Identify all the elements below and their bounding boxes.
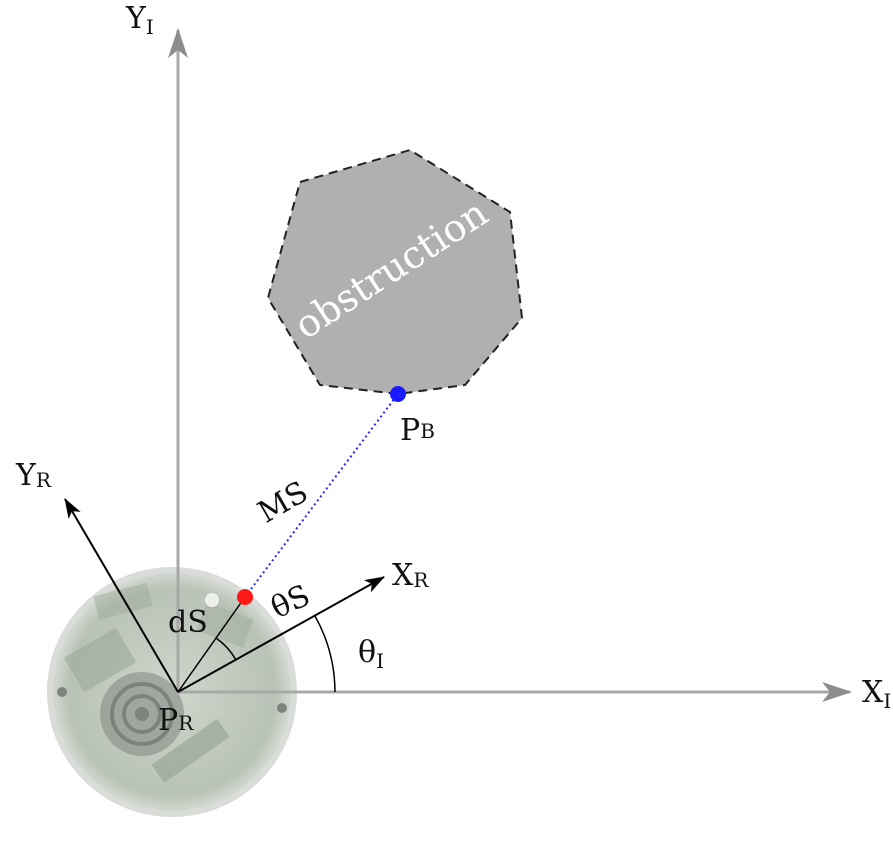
obstacle-point-label: PB (400, 413, 435, 448)
y-robot-axis (64, 498, 179, 693)
sensor-offset-line (177, 596, 246, 693)
x-inertial-label: XI (862, 675, 891, 713)
y-robot-label: YR (15, 458, 52, 493)
sensor-point (237, 589, 253, 605)
robot-point-label: PR (158, 703, 194, 738)
obstacle-point (390, 386, 406, 402)
robot-top-view-icon (47, 567, 297, 817)
y-inertial-label: YI (125, 1, 154, 39)
x-robot-label: XR (392, 558, 429, 593)
x-robot-axis (177, 576, 385, 693)
measurement-label: MS (252, 475, 314, 531)
measurement-line (244, 393, 399, 598)
theta-inertial-label: θI (358, 635, 384, 673)
sensor-distance-label: dS (168, 605, 208, 640)
theta-inertial-arc (314, 615, 336, 693)
theta-sensor-arc (215, 637, 237, 661)
obstruction-shape (266, 148, 524, 396)
